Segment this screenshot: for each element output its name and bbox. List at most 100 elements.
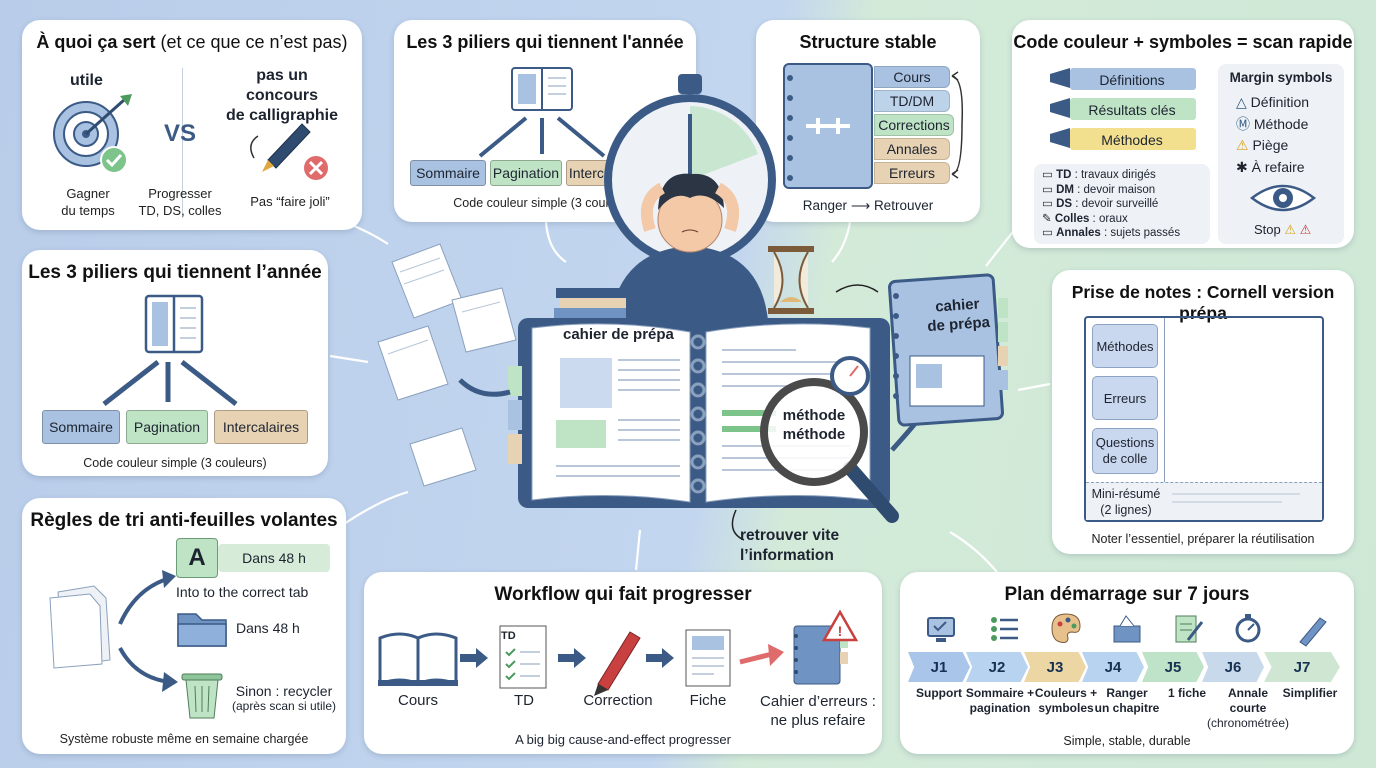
workflow-caption-pre: A big big <box>515 732 569 747</box>
retrieve-text: retrouver vite l’information <box>740 526 839 566</box>
symbols-list: △ Définition Ⓜ Méthode ⚠ Piège ✱ À refai… <box>1236 92 1309 178</box>
margin-symbols-panel <box>1218 64 1344 244</box>
cornell-summary-2: (2 lignes) <box>1100 503 1152 517</box>
side-notebook-label: cahier de prépa <box>919 293 997 336</box>
day-label-j5-1: 1 fiche <box>1167 686 1206 700</box>
step-cours: Cours <box>397 692 438 709</box>
arrow-icon <box>558 648 586 668</box>
tab-td-dm: TD/DM <box>874 90 950 112</box>
day-j4: J4 <box>1082 652 1144 682</box>
tab-a-icon: A <box>176 538 218 578</box>
marker-methodes: Méthodes <box>1101 132 1163 148</box>
cornell-questions: Questions de colle <box>1092 428 1158 474</box>
binder-tree-icon <box>478 67 606 158</box>
day-label-j2: Sommaire +pagination <box>958 686 1042 716</box>
highlighter-icons <box>1050 68 1196 150</box>
legend-td-text: : travaux dirigés <box>1071 169 1156 181</box>
day-j6: J6 <box>1202 652 1264 682</box>
cornell-caption: Noter l’essentiel, préparer la réutilisa… <box>1091 532 1315 546</box>
step-correction: Correction <box>583 692 653 709</box>
stopwatch-icon <box>1235 614 1261 643</box>
caption-save-time: Gagner du temps <box>52 185 124 219</box>
cornell-sheet <box>1084 316 1324 522</box>
legend-colles: ✎ Colles : oraux <box>1042 212 1202 227</box>
day-label-j4-1: Ranger <box>1106 686 1148 700</box>
symbol-definition-label: Définition <box>1250 94 1310 110</box>
recycle-line-1: Sinon : recycler <box>235 683 333 699</box>
stop-label: Stop <box>1254 222 1281 237</box>
fountain-pen-icon <box>250 123 328 180</box>
cornell-title: Prise de notes : Cornell version prépa <box>1071 282 1335 323</box>
hourglass-icon <box>768 246 814 314</box>
plan-icons <box>927 613 1327 647</box>
pen-icon <box>1299 617 1327 647</box>
cornell-summary-label: Mini-résumé (2 lignes) <box>1088 486 1164 518</box>
cornell-summary-zone <box>1086 482 1322 520</box>
pen-icon: ✎ <box>1042 212 1055 225</box>
symbol-piege: ⚠ Piège <box>1236 135 1309 157</box>
pillars-left-caption: Code couleur simple (3 couleurs) <box>83 456 267 470</box>
loose-paper-icon <box>377 243 517 487</box>
side-notebook-icon <box>888 273 1008 427</box>
tab-cours: Cours <box>874 66 950 88</box>
day-label-j5: 1 fiche <box>1145 686 1229 701</box>
home-icon: ▭ <box>1042 183 1057 196</box>
marker-definitions: Définitions <box>1099 72 1165 88</box>
day-j3: J3 <box>1024 652 1086 682</box>
day-label-j3: Couleurs +symboles <box>1024 686 1108 716</box>
eye-icon <box>1249 184 1317 212</box>
red-pen-icon <box>594 631 641 696</box>
document-stack-icon <box>49 585 111 669</box>
workflow-caption-main: cause-and-effect progresser <box>568 732 731 747</box>
tab-corrections: Corrections <box>874 114 954 136</box>
cornell-summary-1: Mini-résumé <box>1091 487 1161 501</box>
not-calligraphy-label: pas un concours de calligraphie <box>220 66 344 126</box>
step-error-notebook: Cahier d’erreurs : ne plus refaire <box>756 692 880 730</box>
asterisk-icon: ✱ <box>1236 158 1248 175</box>
not-calligraphy-line-1: pas un concours <box>245 67 318 104</box>
step-td: TD <box>514 692 534 709</box>
folder-icon <box>177 613 227 647</box>
sorting-caption: Système robuste même en semaine chargée <box>59 732 309 746</box>
warning-icon: ⚠ <box>1284 222 1297 237</box>
folder-deadline-text: Dans 48 h <box>236 620 300 636</box>
legend-annales-text: : sujets passés <box>1100 227 1181 239</box>
workflow-title: Workflow qui fait progresser <box>494 584 752 605</box>
book-stack-icon <box>554 288 626 318</box>
caption-save-time-1: Gagner <box>66 186 110 201</box>
day-label-j6-1: Annale <box>1227 686 1268 700</box>
notebook-label: cahier de prépa <box>563 326 674 343</box>
pillars-top-title: Les 3 piliers qui tiennent l'année <box>406 32 684 52</box>
sorting-title: Règles de tri anti-feuilles volantes <box>30 510 338 531</box>
highlighter-yellow-icon <box>1050 128 1196 150</box>
svg-text:!: ! <box>838 623 843 639</box>
not-calligraphy-line-2: de calligraphie <box>225 107 339 124</box>
day-j7: J7 <box>1264 652 1340 682</box>
warning-icon: ⚠ <box>1236 137 1249 153</box>
papers-to-notebook-arrow <box>458 378 511 397</box>
pillars-left-title: Les 3 piliers qui tiennent l’année <box>28 262 322 283</box>
student-icon <box>610 173 768 320</box>
day-label-j6-3: (chronométrée) <box>1206 716 1290 730</box>
day-j1: J1 <box>908 652 970 682</box>
useful-label: utile <box>70 72 103 89</box>
sorting-card: Règles de tri anti-feuilles volantes A D… <box>22 498 346 754</box>
structure-title: Structure stable <box>799 32 937 52</box>
cornell-divider <box>1164 318 1165 482</box>
day-j2: J2 <box>966 652 1028 682</box>
workflow-caption: A big big cause-and-effect progresser <box>364 732 882 747</box>
caption-ranger: Ranger <box>802 198 848 213</box>
symbol-refaire-label: À refaire <box>1251 158 1305 175</box>
palette-icon <box>1051 613 1081 643</box>
magnifier-icon <box>760 378 899 523</box>
day-label-j7: Simplifier <box>1268 686 1352 701</box>
step-error-notebook-2: ne plus refaire <box>770 712 866 729</box>
caption-retrouver: Retrouver <box>873 198 934 213</box>
retrieve-text-2: l’information <box>740 547 834 564</box>
step-fiche: Fiche <box>689 692 727 709</box>
summary-lines <box>1172 493 1300 503</box>
book-icon: ▭ <box>1042 169 1057 181</box>
workflow-icons: ! <box>378 609 859 696</box>
